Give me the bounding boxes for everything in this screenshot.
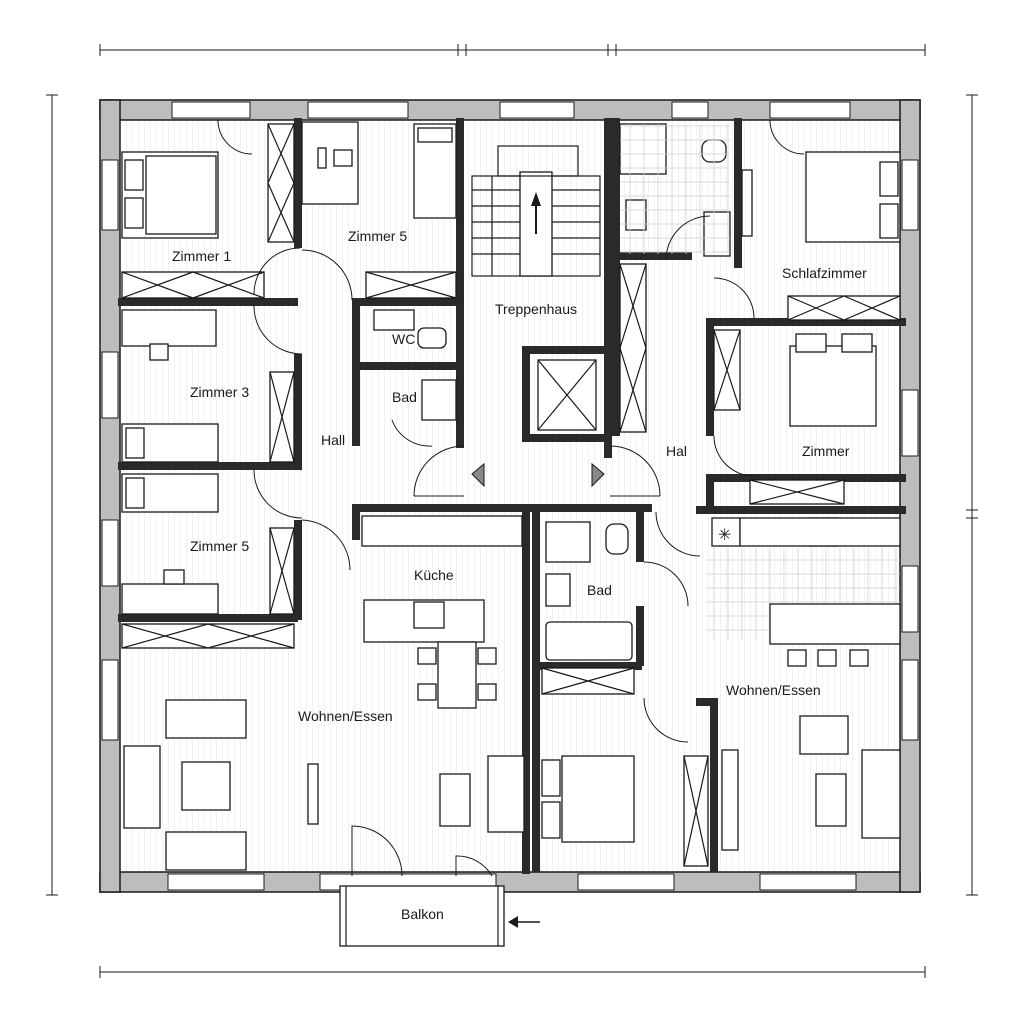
asterisk-icon: ✳ [718, 527, 731, 544]
door-swings [217, 119, 805, 743]
balcony [339, 825, 505, 947]
entry-doors [413, 445, 661, 497]
room-label-zimmer-1: Zimmer 1 [172, 248, 231, 264]
room-labels: Zimmer 1 Zimmer 5 Treppenhaus Schlafzimm… [172, 228, 867, 922]
living-furniture [123, 699, 901, 871]
arrow-left-icon [508, 916, 540, 928]
room-label-zimmer-5-top: Zimmer 5 [348, 228, 407, 244]
desks [121, 121, 753, 851]
wardrobes [121, 123, 901, 867]
room-label-zimmer-3: Zimmer 3 [190, 384, 249, 400]
elevator [537, 359, 597, 431]
room-label-bad-left: Bad [392, 389, 417, 405]
room-label-wohnen-right: Wohnen/Essen [726, 682, 821, 698]
triangle-left-icon [471, 462, 485, 488]
room-label-treppenhaus: Treppenhaus [495, 301, 577, 317]
room-label-balkon: Balkon [401, 906, 444, 922]
room-label-schlafzimmer: Schlafzimmer [782, 265, 867, 281]
room-label-hal: Hal [666, 443, 687, 459]
room-label-bad-center: Bad [587, 582, 612, 598]
room-label-hall: Hall [321, 432, 345, 448]
room-label-wc: WC [392, 331, 415, 347]
dimension-lines [46, 44, 978, 978]
room-label-zimmer-right: Zimmer [802, 443, 850, 459]
kitchen-units [361, 515, 901, 709]
room-label-zimmer-5-left: Zimmer 5 [190, 538, 249, 554]
tile-floor [620, 124, 730, 254]
room-label-kueche: Küche [414, 567, 454, 583]
outer-walls [99, 99, 921, 893]
sanitary-fixtures [373, 123, 841, 661]
room-label-wohnen-left: Wohnen/Essen [298, 708, 393, 724]
interior-walls [118, 118, 906, 874]
triangle-right-icon [591, 462, 605, 488]
beds [121, 123, 901, 843]
arrow-up-icon [531, 192, 541, 234]
